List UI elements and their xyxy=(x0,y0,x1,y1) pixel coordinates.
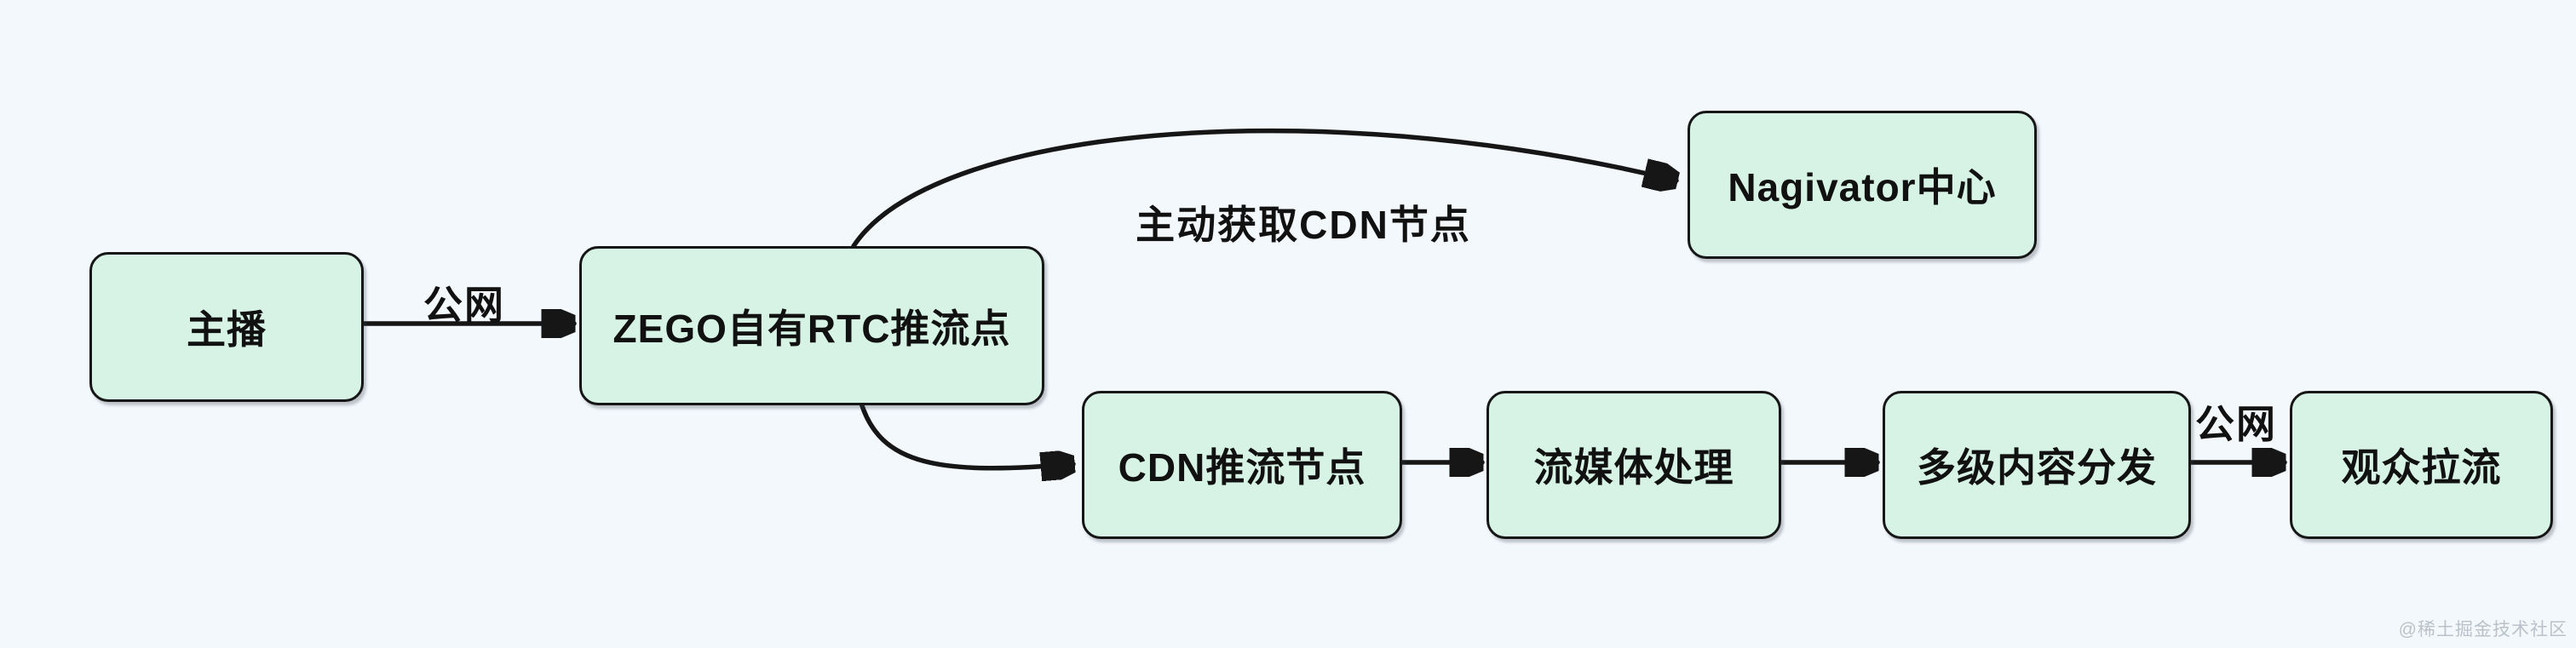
node-zego-rtc-push-point-label: ZEGO自有RTC推流点 xyxy=(612,306,1011,351)
node-anchor: 主播 xyxy=(89,252,364,402)
node-viewer-pull-stream-label: 观众拉流 xyxy=(2341,445,2502,490)
edge-zego-to-navigator xyxy=(851,128,1676,249)
node-cdn-push-node-label: CDN推流节点 xyxy=(1118,445,1366,490)
node-viewer-pull-stream: 观众拉流 xyxy=(2290,391,2553,539)
edge-label-get-cdn-node: 主动获取CDN节点 xyxy=(1136,203,1471,247)
node-cdn-push-node: CDN推流节点 xyxy=(1082,391,1402,539)
edge-label-public-network-2: 公网 xyxy=(2195,402,2277,446)
node-zego-rtc-push-point: ZEGO自有RTC推流点 xyxy=(579,246,1044,405)
node-anchor-label: 主播 xyxy=(187,307,267,352)
node-media-processing-label: 流媒体处理 xyxy=(1533,445,1734,490)
node-navigator-center-label: Nagivator中心 xyxy=(1728,165,1997,209)
watermark: @稀土掘金技术社区 xyxy=(2398,620,2567,639)
node-multi-level-distribution: 多级内容分发 xyxy=(1883,391,2191,539)
node-media-processing: 流媒体处理 xyxy=(1486,391,1781,539)
node-navigator-center: Nagivator中心 xyxy=(1688,111,2037,259)
edge-label-public-network-1: 公网 xyxy=(423,283,505,327)
edge-zego-to-cdn xyxy=(858,398,1073,468)
node-multi-level-distribution-label: 多级内容分发 xyxy=(1917,445,2157,490)
